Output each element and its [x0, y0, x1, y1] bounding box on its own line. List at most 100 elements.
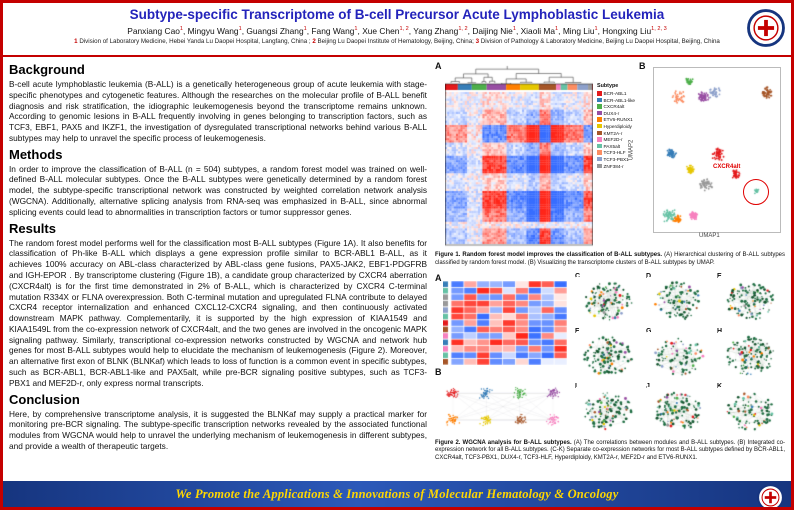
legend-item: TCF3-PBX1	[597, 156, 639, 164]
poster-title: Subtype-specific Transcriptome of B-cell…	[129, 7, 665, 22]
fig2-network-canvas	[718, 331, 782, 380]
panel-label-g: G	[646, 328, 651, 335]
legend-item: ZNF384-r	[597, 163, 639, 171]
panel-label-a: A	[435, 272, 442, 283]
affiliation-text: Division of Pathology & Laboratory Medic…	[480, 37, 720, 45]
cxcr4alt-highlight-circle	[743, 179, 769, 205]
fig1-umap-scatter	[653, 67, 781, 233]
figure-2-caption-text: (A) The correlations between modules and…	[435, 439, 785, 462]
umap-y-axis-label: UMAP2	[628, 139, 635, 161]
legend-item: KMT2A-r	[597, 130, 639, 138]
author-name: Hongxing Liu	[602, 25, 652, 36]
network-panel: J	[644, 383, 714, 437]
authors-line: Panxiang Cao1, Mingyu Wang1, Guangsi Zha…	[127, 25, 667, 36]
legend-swatch-icon	[597, 117, 602, 122]
legend-item: BCR-ABL1	[597, 91, 639, 98]
author-affiliation-sup: 1	[303, 26, 307, 33]
affiliation-number: 2	[312, 37, 318, 45]
legend-swatch-icon	[597, 130, 602, 136]
panel-label-b: B	[435, 366, 442, 377]
fig2-network-canvas	[576, 331, 640, 380]
figure-1-caption-title: Figure 1. Random forest model improves t…	[435, 252, 663, 258]
author-name: Daijing Nie	[472, 25, 513, 36]
main-content: Background B-cell acute lymphoblastic le…	[9, 61, 785, 477]
section-body: B-cell acute lymphoblastic leukemia (B-A…	[9, 79, 427, 143]
legend-swatch-icon	[597, 143, 602, 149]
legend-swatch-icon	[597, 104, 602, 109]
panel-label-j: J	[646, 383, 650, 390]
section-heading: Conclusion	[9, 391, 80, 407]
section-body: The random forest model performs well fo…	[9, 237, 427, 388]
text-column: Background B-cell acute lymphoblastic le…	[9, 61, 427, 477]
author-affiliation-sup: 1	[238, 26, 242, 33]
author-name: Mingyu Wang	[187, 25, 239, 36]
panel-label-h: H	[717, 328, 722, 335]
footer-banner-text: We Promote the Applications & Innovation…	[175, 486, 619, 501]
legend-swatch-icon	[597, 110, 602, 116]
figure-2-caption-title: Figure 2. WGCNA analysis for B-ALL subty…	[435, 439, 572, 446]
panel-a-label: A	[435, 61, 442, 71]
author-affiliation-sup: 1, 2	[458, 26, 468, 33]
fig2-network-canvas	[576, 386, 640, 435]
network-panel: H	[715, 328, 785, 382]
panel-label-i: I	[575, 383, 577, 390]
fig1-legend-title: Subtype	[597, 83, 619, 89]
affiliation-number: 3	[475, 37, 481, 45]
legend-item: MEF2D-r	[597, 137, 639, 144]
panel-label-c: C	[575, 273, 580, 280]
figure-1-caption-text: (A) Hierarchical clustering of B-ALL sub…	[435, 252, 785, 266]
section-heading: Methods	[9, 146, 63, 162]
cxcr4alt-annotation: CXCR4alt	[713, 164, 741, 170]
legend-item: ETV6-RUNX1	[597, 117, 639, 124]
panel-label-e: E	[717, 273, 722, 280]
legend-swatch-icon	[597, 150, 602, 155]
legend-swatch-icon	[597, 163, 602, 169]
panel-label-d: D	[646, 273, 651, 280]
author-affiliation-sup: 1	[594, 26, 598, 33]
fig2-network-canvas	[718, 276, 782, 325]
affiliation-text: Beijing Lu Daopei Institute of Hematolog…	[317, 37, 476, 45]
figure-1-panel-b: B UMAP1 UMAP2 CXCR4alt	[628, 61, 785, 249]
fig2-module-trait-heatmap	[443, 280, 567, 365]
author-affiliation-sup: 1, 2	[399, 26, 409, 33]
legend-item: PAX5alt	[597, 143, 639, 151]
author-name: Yang Zhang	[413, 25, 459, 36]
network-panel: C	[573, 273, 643, 327]
legend-item: CXCR4alt	[597, 104, 639, 111]
figure-2-panels: A B C D	[435, 273, 785, 437]
panel-b-label: B	[639, 61, 646, 71]
fig2-network-canvas	[647, 276, 711, 325]
hospital-logo-icon	[747, 9, 785, 47]
fig2-network-canvas	[647, 386, 711, 435]
affiliation-text: Division of Laboratory Medicine, Hebei Y…	[79, 37, 313, 45]
figure-1-caption: Figure 1. Random forest model improves t…	[435, 252, 785, 268]
section-body: Here, by comprehensive transcriptome ana…	[9, 408, 427, 451]
network-panel: F	[573, 328, 643, 382]
network-panel: K	[715, 383, 785, 437]
author-affiliation-sup: 1, 2, 3	[651, 26, 667, 33]
legend-item: Hyperdiploidy	[597, 123, 639, 131]
figure-2: A B C D	[435, 273, 785, 463]
legend-swatch-icon	[597, 156, 602, 162]
legend-swatch-icon	[597, 97, 602, 103]
fig1-clustered-heatmap	[445, 65, 593, 247]
author-name: Xiaoli Ma	[520, 25, 556, 36]
affiliation-number: 1	[74, 37, 80, 45]
figure-2-caption: Figure 2. WGCNA analysis for B-ALL subty…	[435, 440, 785, 463]
legend-item: TCF3-HLF	[597, 150, 639, 157]
affiliations-line: 1 Division of Laboratory Medicine, Hebei…	[45, 38, 749, 45]
network-panel: E	[715, 273, 785, 327]
legend-swatch-icon	[597, 137, 602, 142]
hospital-logo-icon	[757, 484, 784, 507]
author-affiliation-sup: 1	[512, 26, 516, 33]
legend-item: DUX4-r	[597, 110, 639, 118]
footer-banner: We Promote the Applications & Innovation…	[3, 481, 791, 507]
author-name: Panxiang Cao	[127, 25, 180, 36]
section-heading: Results	[9, 220, 56, 236]
